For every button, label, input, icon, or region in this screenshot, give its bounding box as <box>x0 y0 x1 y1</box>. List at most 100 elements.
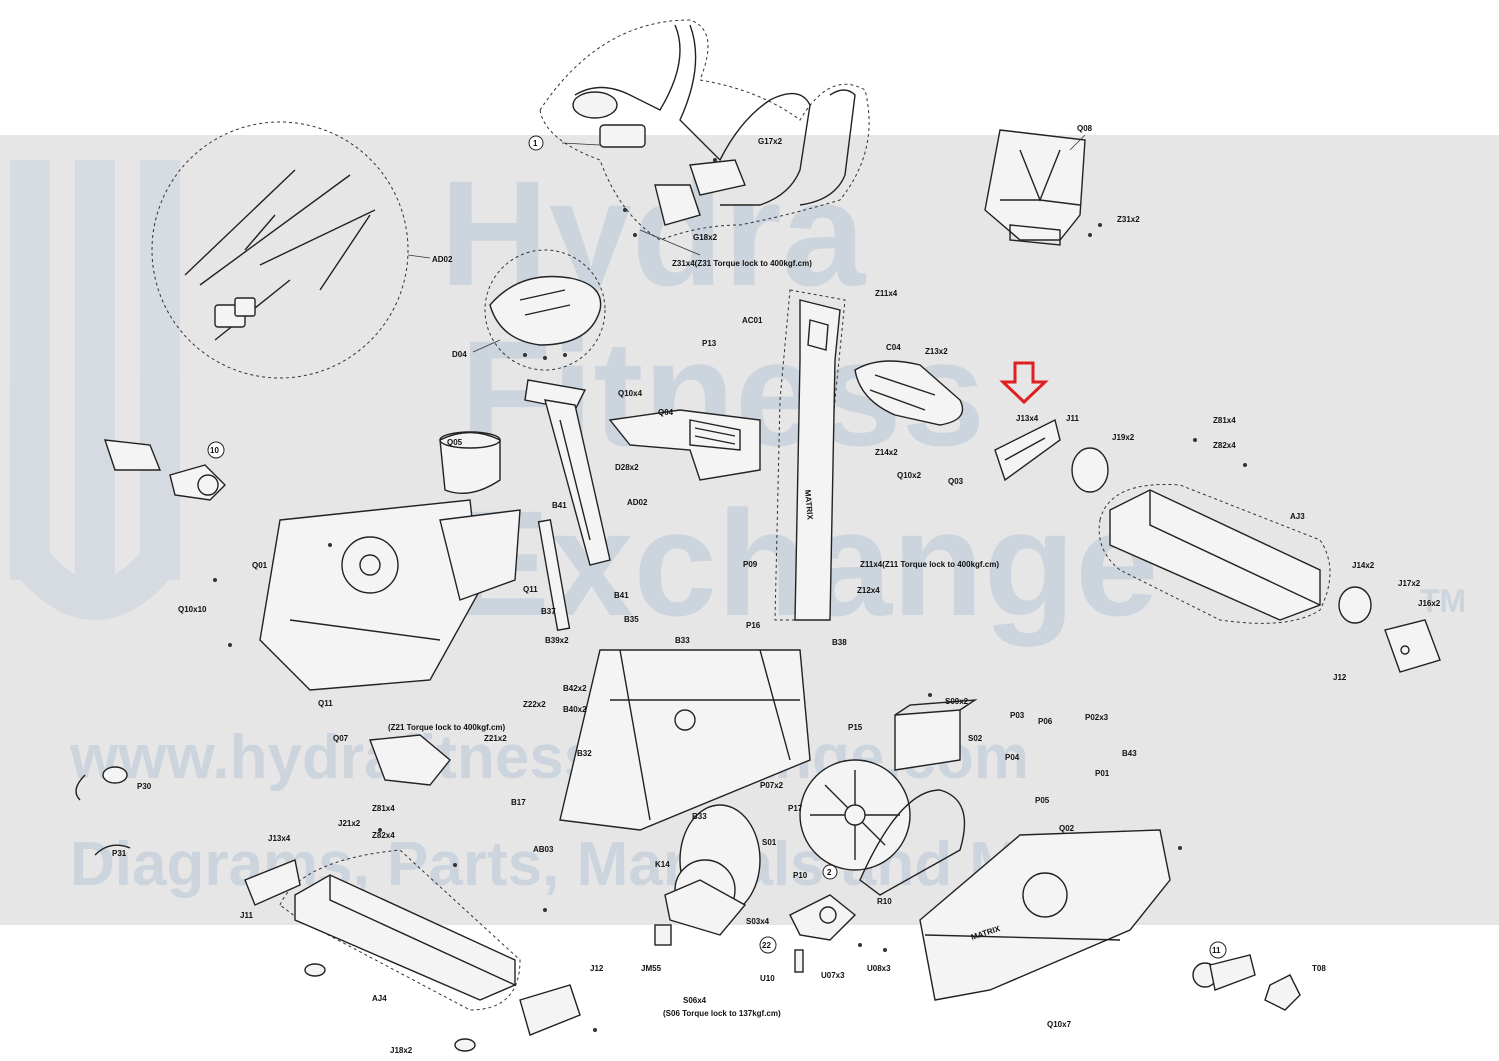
label-J13x4-top: J13x4 <box>1016 414 1039 423</box>
label-Q10x2: Q10x2 <box>897 471 922 480</box>
label-J17x2: J17x2 <box>1398 579 1421 588</box>
label-C04: C04 <box>886 343 901 352</box>
label-P31: P31 <box>112 849 127 858</box>
leveling-feet <box>304 963 476 1052</box>
callout-circle-1 <box>528 135 544 151</box>
electronics-s02 <box>894 699 978 771</box>
label-P04: P04 <box>1005 753 1020 762</box>
label-U10: U10 <box>760 974 775 983</box>
label-Z13x2: Z13x2 <box>925 347 948 356</box>
label-Q02: Q02 <box>1059 824 1075 833</box>
label-J21x2: J21x2 <box>338 819 361 828</box>
label-callout2: 2 <box>827 868 832 877</box>
label-P05: P05 <box>1035 796 1050 805</box>
label-Z31x2: Z31x2 <box>1117 215 1140 224</box>
label-Z11x4-top: Z11x4 <box>875 289 898 298</box>
label-P10: P10 <box>793 871 808 880</box>
label-D28x2: D28x2 <box>615 463 639 472</box>
label-Q01: Q01 <box>252 561 268 570</box>
label-Z11x4-note: Z11x4(Z11 Torque lock to 400kgf.cm) <box>860 560 999 569</box>
label-Z82x4-right: Z82x4 <box>1213 441 1236 450</box>
seat-d04 <box>472 249 606 371</box>
label-B39x2: B39x2 <box>545 636 569 645</box>
brake-assembly <box>789 894 857 973</box>
label-S01: S01 <box>762 838 777 847</box>
watermark-tm: TM <box>1420 583 1466 619</box>
label-B38: B38 <box>832 638 847 647</box>
label-P09: P09 <box>743 560 758 569</box>
label-B33-a: B33 <box>675 636 690 645</box>
hardware-dots <box>213 158 1247 1032</box>
label-Q10x10: Q10x10 <box>178 605 207 614</box>
label-B33-b: B33 <box>692 812 707 821</box>
label-callout10: 10 <box>210 446 219 455</box>
sensor-p30 <box>75 766 128 801</box>
label-B40x2: B40x2 <box>563 705 587 714</box>
seat-post <box>524 379 611 632</box>
label-S09x2: S09x2 <box>945 697 969 706</box>
label-P03: P03 <box>1010 711 1025 720</box>
end-cap-j12-right <box>1338 586 1441 673</box>
label-B17: B17 <box>511 798 526 807</box>
label-Z82x4-left: Z82x4 <box>372 831 395 840</box>
label-AD02-mid: AD02 <box>627 498 648 507</box>
label-T08: T08 <box>1312 964 1326 973</box>
label-Z22x2: Z22x2 <box>523 700 546 709</box>
label-S06-note: (S06 Torque lock to 137kgf.cm) <box>663 1009 781 1018</box>
label-AJ4: AJ4 <box>372 994 387 1003</box>
label-P16: P16 <box>746 621 761 630</box>
label-J14x2: J14x2 <box>1352 561 1375 570</box>
label-Z14x2: Z14x2 <box>875 448 898 457</box>
svg-text:MATRIX: MATRIX <box>803 489 815 520</box>
label-AD02-top: AD02 <box>432 255 453 264</box>
drive-pulley <box>799 759 911 871</box>
part-q08-bracket <box>984 129 1086 246</box>
label-P15: P15 <box>848 723 863 732</box>
part-labels: G17x2 G18x2 Z31x4(Z31 Torque lock to 400… <box>112 124 1441 1055</box>
label-Q11-b: Q11 <box>318 699 333 708</box>
part-q02-right-cover <box>919 829 1171 1001</box>
frame-upright-ac01: MATRIX <box>774 289 846 621</box>
label-Z81x4-right: Z81x4 <box>1213 416 1236 425</box>
label-D04: D04 <box>452 350 467 359</box>
part-q05-cup <box>439 431 501 494</box>
label-AB03: AB03 <box>533 845 554 854</box>
end-cap-j12-left <box>519 984 581 1036</box>
label-S06x4: S06x4 <box>683 996 707 1005</box>
end-cap-j11-left <box>244 859 301 906</box>
label-Q10x4: Q10x4 <box>618 389 643 398</box>
callout-circle-11 <box>1209 941 1227 959</box>
label-J13x4-bottom: J13x4 <box>268 834 291 843</box>
part-q11-inner <box>439 509 521 601</box>
label-P02x3: P02x3 <box>1085 713 1109 722</box>
label-callout11: 11 <box>1212 946 1221 955</box>
detail-ad02 <box>151 121 431 379</box>
label-G17x2: G17x2 <box>758 137 783 146</box>
part-q07 <box>369 734 451 786</box>
callout-circle-10 <box>207 441 225 459</box>
label-B43: B43 <box>1122 749 1137 758</box>
stabilizer-aj4 <box>279 849 521 1011</box>
label-J12-right: J12 <box>1333 673 1347 682</box>
part-q01-left-cover <box>259 499 481 691</box>
label-P17: P17 <box>788 804 803 813</box>
label-Z21-note: (Z21 Torque lock to 400kgf.cm) <box>388 723 506 732</box>
stabilizer-aj3 <box>1098 483 1331 624</box>
label-P13: P13 <box>702 339 717 348</box>
label-S03x4: S03x4 <box>746 917 770 926</box>
sensor-p31 <box>94 844 131 856</box>
label-J18x2: J18x2 <box>390 1046 413 1055</box>
label-Q11-a: Q11 <box>523 585 538 594</box>
label-AC01: AC01 <box>742 316 763 325</box>
base-frame <box>559 649 811 831</box>
label-Q03: Q03 <box>948 477 964 486</box>
label-AJ3: AJ3 <box>1290 512 1305 521</box>
label-P06: P06 <box>1038 717 1053 726</box>
label-R10: R10 <box>877 897 892 906</box>
label-callout22: 22 <box>762 941 771 950</box>
part-q04-shroud <box>608 409 761 481</box>
label-B41-b: B41 <box>614 591 629 600</box>
callout-circle-22 <box>759 936 777 954</box>
